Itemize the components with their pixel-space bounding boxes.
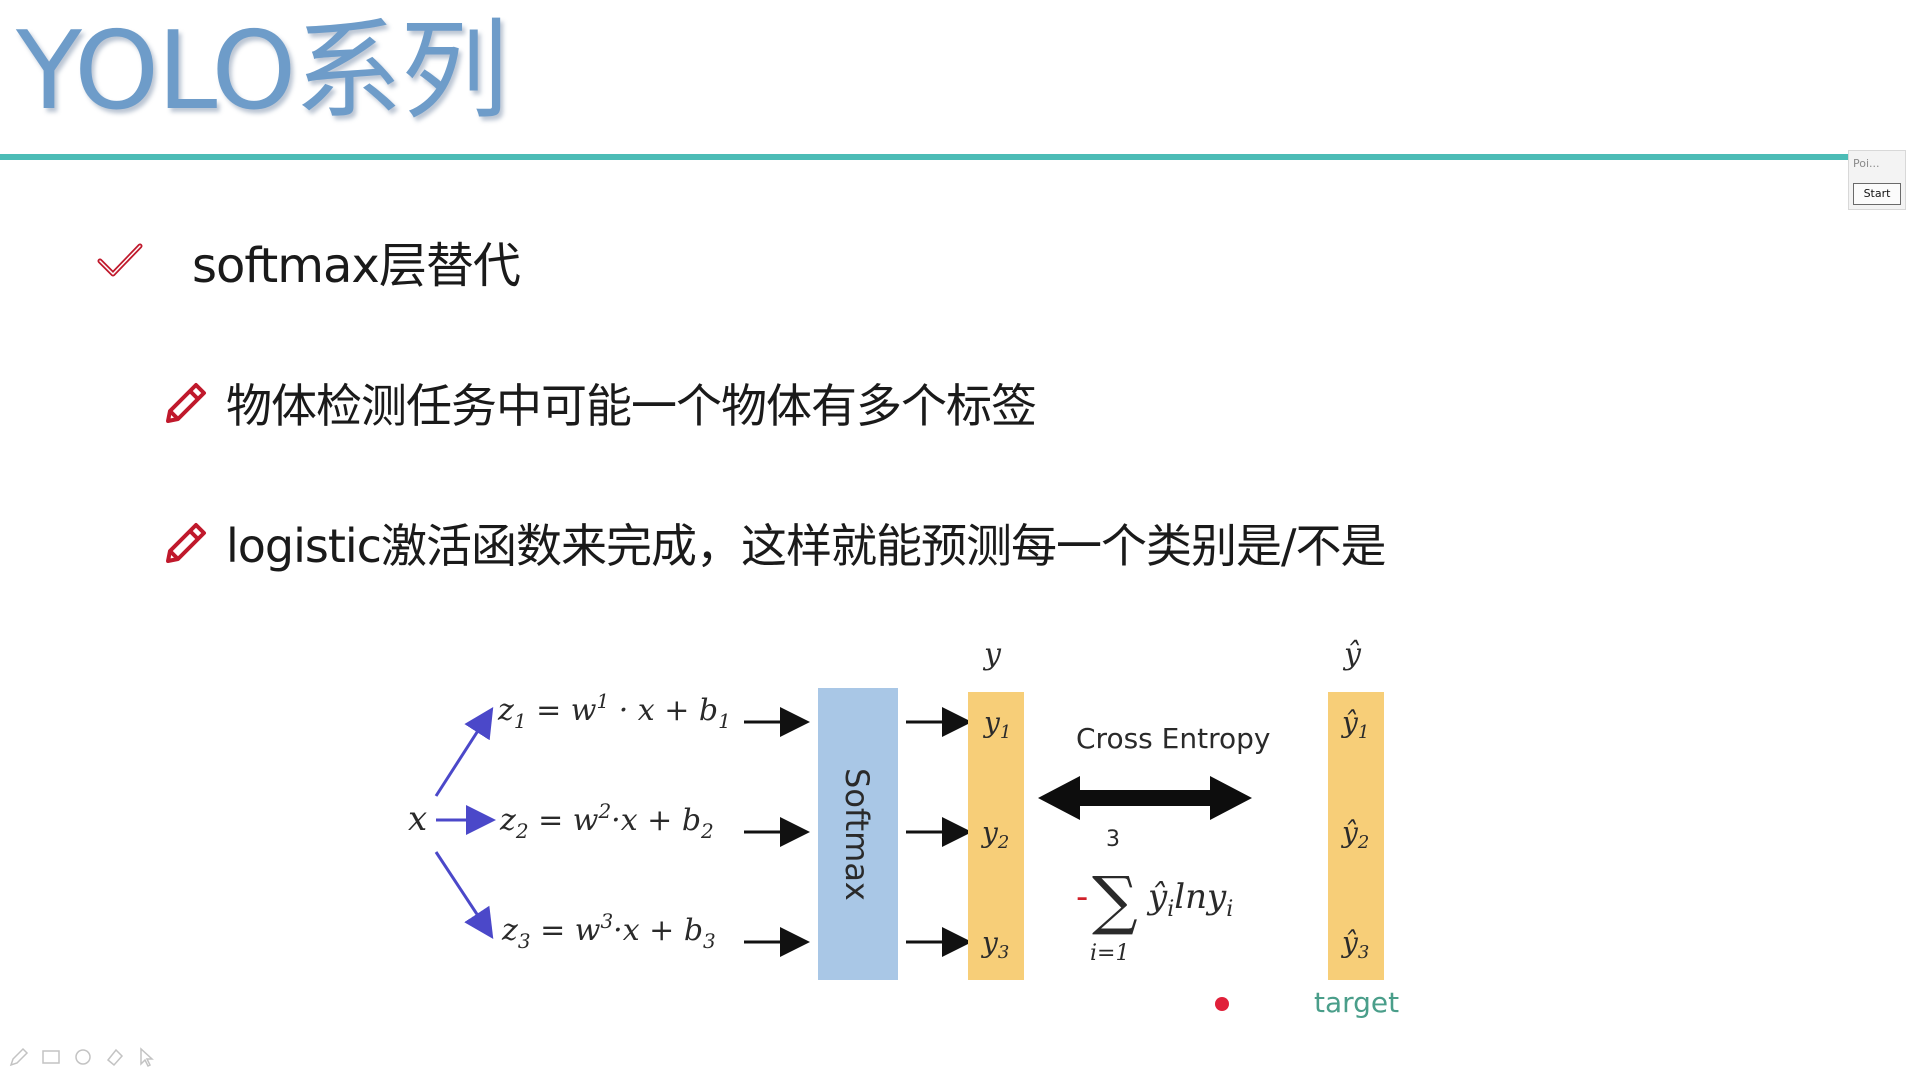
pencil-icon: [166, 523, 206, 563]
yhat-header: ŷ: [1342, 637, 1362, 672]
cross-entropy-label: Cross Entropy: [1076, 722, 1270, 755]
diagram-canvas: x z1 = w1 · x + b1 z2 = w2·x + b2 z3 = w…: [408, 637, 1399, 1019]
y-column: [968, 692, 1024, 980]
y-item-1: y1: [982, 706, 1011, 743]
eraser-icon[interactable]: [104, 1046, 126, 1068]
bullet-sub-1-text: 物体检测任务中可能一个物体有多个标签: [226, 379, 1037, 433]
sigma-icon: ∑: [1092, 864, 1138, 938]
yhat-item-1: ŷ1: [1340, 706, 1369, 743]
input-arrow-1: [434, 706, 494, 797]
presenter-hint: Poi...: [1853, 157, 1880, 170]
pen-icon[interactable]: [8, 1046, 30, 1068]
title-underline: [0, 154, 1852, 160]
equation-1: z1 = w1 · x + b1: [497, 689, 731, 733]
yhat-column: [1328, 692, 1384, 980]
double-arrow-icon: [1038, 776, 1252, 820]
formula-term: ŷilnyi: [1146, 877, 1233, 922]
checkmark-icon: [97, 243, 143, 277]
target-label: target: [1314, 986, 1399, 1019]
y-item-2: y2: [980, 816, 1009, 853]
pointer-icon[interactable]: [136, 1046, 158, 1068]
softmax-diagram: x z1 = w1 · x + b1 z2 = w2·x + b2 z3 = w…: [380, 630, 1420, 1034]
bullet-main: softmax层替代: [96, 226, 521, 296]
start-button[interactable]: Start: [1853, 183, 1901, 205]
presenter-widget: Poi... Start: [1848, 150, 1906, 210]
equation-2: z2 = w2·x + b2: [499, 799, 714, 843]
bullet-sub-1: 物体检测任务中可能一个物体有多个标签: [162, 370, 1037, 436]
yhat-item-2: ŷ2: [1340, 816, 1369, 853]
slides-icon[interactable]: [40, 1046, 62, 1068]
pencil-icon: [166, 383, 206, 423]
bullet-sub-2-text: logistic激活函数来完成，这样就能预测每一个类别是/不是: [226, 519, 1386, 573]
formula-lower: i=1: [1090, 941, 1129, 966]
x-input-label: x: [408, 799, 427, 839]
yhat-item-3: ŷ3: [1340, 926, 1369, 963]
softmax-box: [818, 688, 898, 980]
formula-upper: 3: [1106, 827, 1120, 852]
y-item-3: y3: [980, 926, 1009, 963]
bullet-sub-2: logistic激活函数来完成，这样就能预测每一个类别是/不是: [162, 510, 1386, 576]
equation-3: z3 = w3·x + b3: [501, 909, 716, 953]
formula-minus: -: [1076, 877, 1088, 917]
slide-toolbar: [8, 1046, 158, 1068]
input-arrow-3: [434, 851, 494, 940]
y-header: y: [982, 637, 1002, 672]
slide-title: YOLO系列: [16, 9, 508, 134]
bullet-main-text: softmax层替代: [192, 238, 521, 294]
zoom-icon[interactable]: [72, 1046, 94, 1068]
softmax-label: Softmax: [838, 768, 876, 901]
laser-pointer-dot: [1215, 997, 1229, 1011]
